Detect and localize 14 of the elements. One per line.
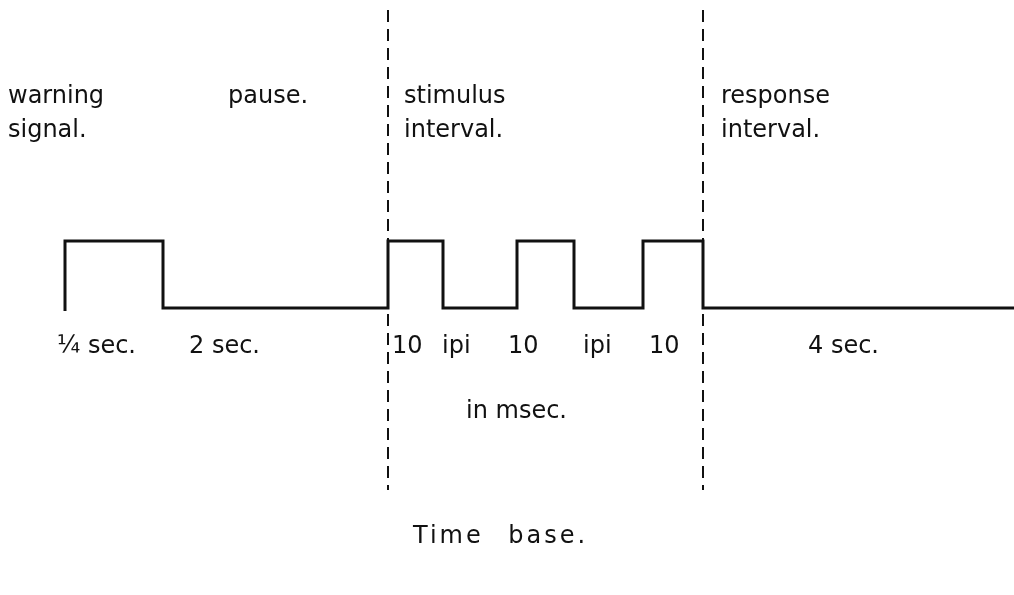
phase-label: response interval. [721,80,831,145]
duration-label: 2 sec. [189,330,260,361]
duration-label: 10 [392,330,423,361]
duration-label: 4 sec. [808,330,879,361]
caption: Time base. [413,520,589,551]
phase-label: pause. [228,80,309,111]
phase-label: stimulus interval. [404,80,507,145]
phase-label: warning signal. [8,80,106,145]
unit-note: in msec. [466,395,567,426]
duration-label: ipi [442,330,471,361]
duration-label: ipi [583,330,612,361]
duration-label: 10 [508,330,539,361]
duration-label: 10 [649,330,680,361]
duration-label: ¼ sec. [57,330,136,361]
